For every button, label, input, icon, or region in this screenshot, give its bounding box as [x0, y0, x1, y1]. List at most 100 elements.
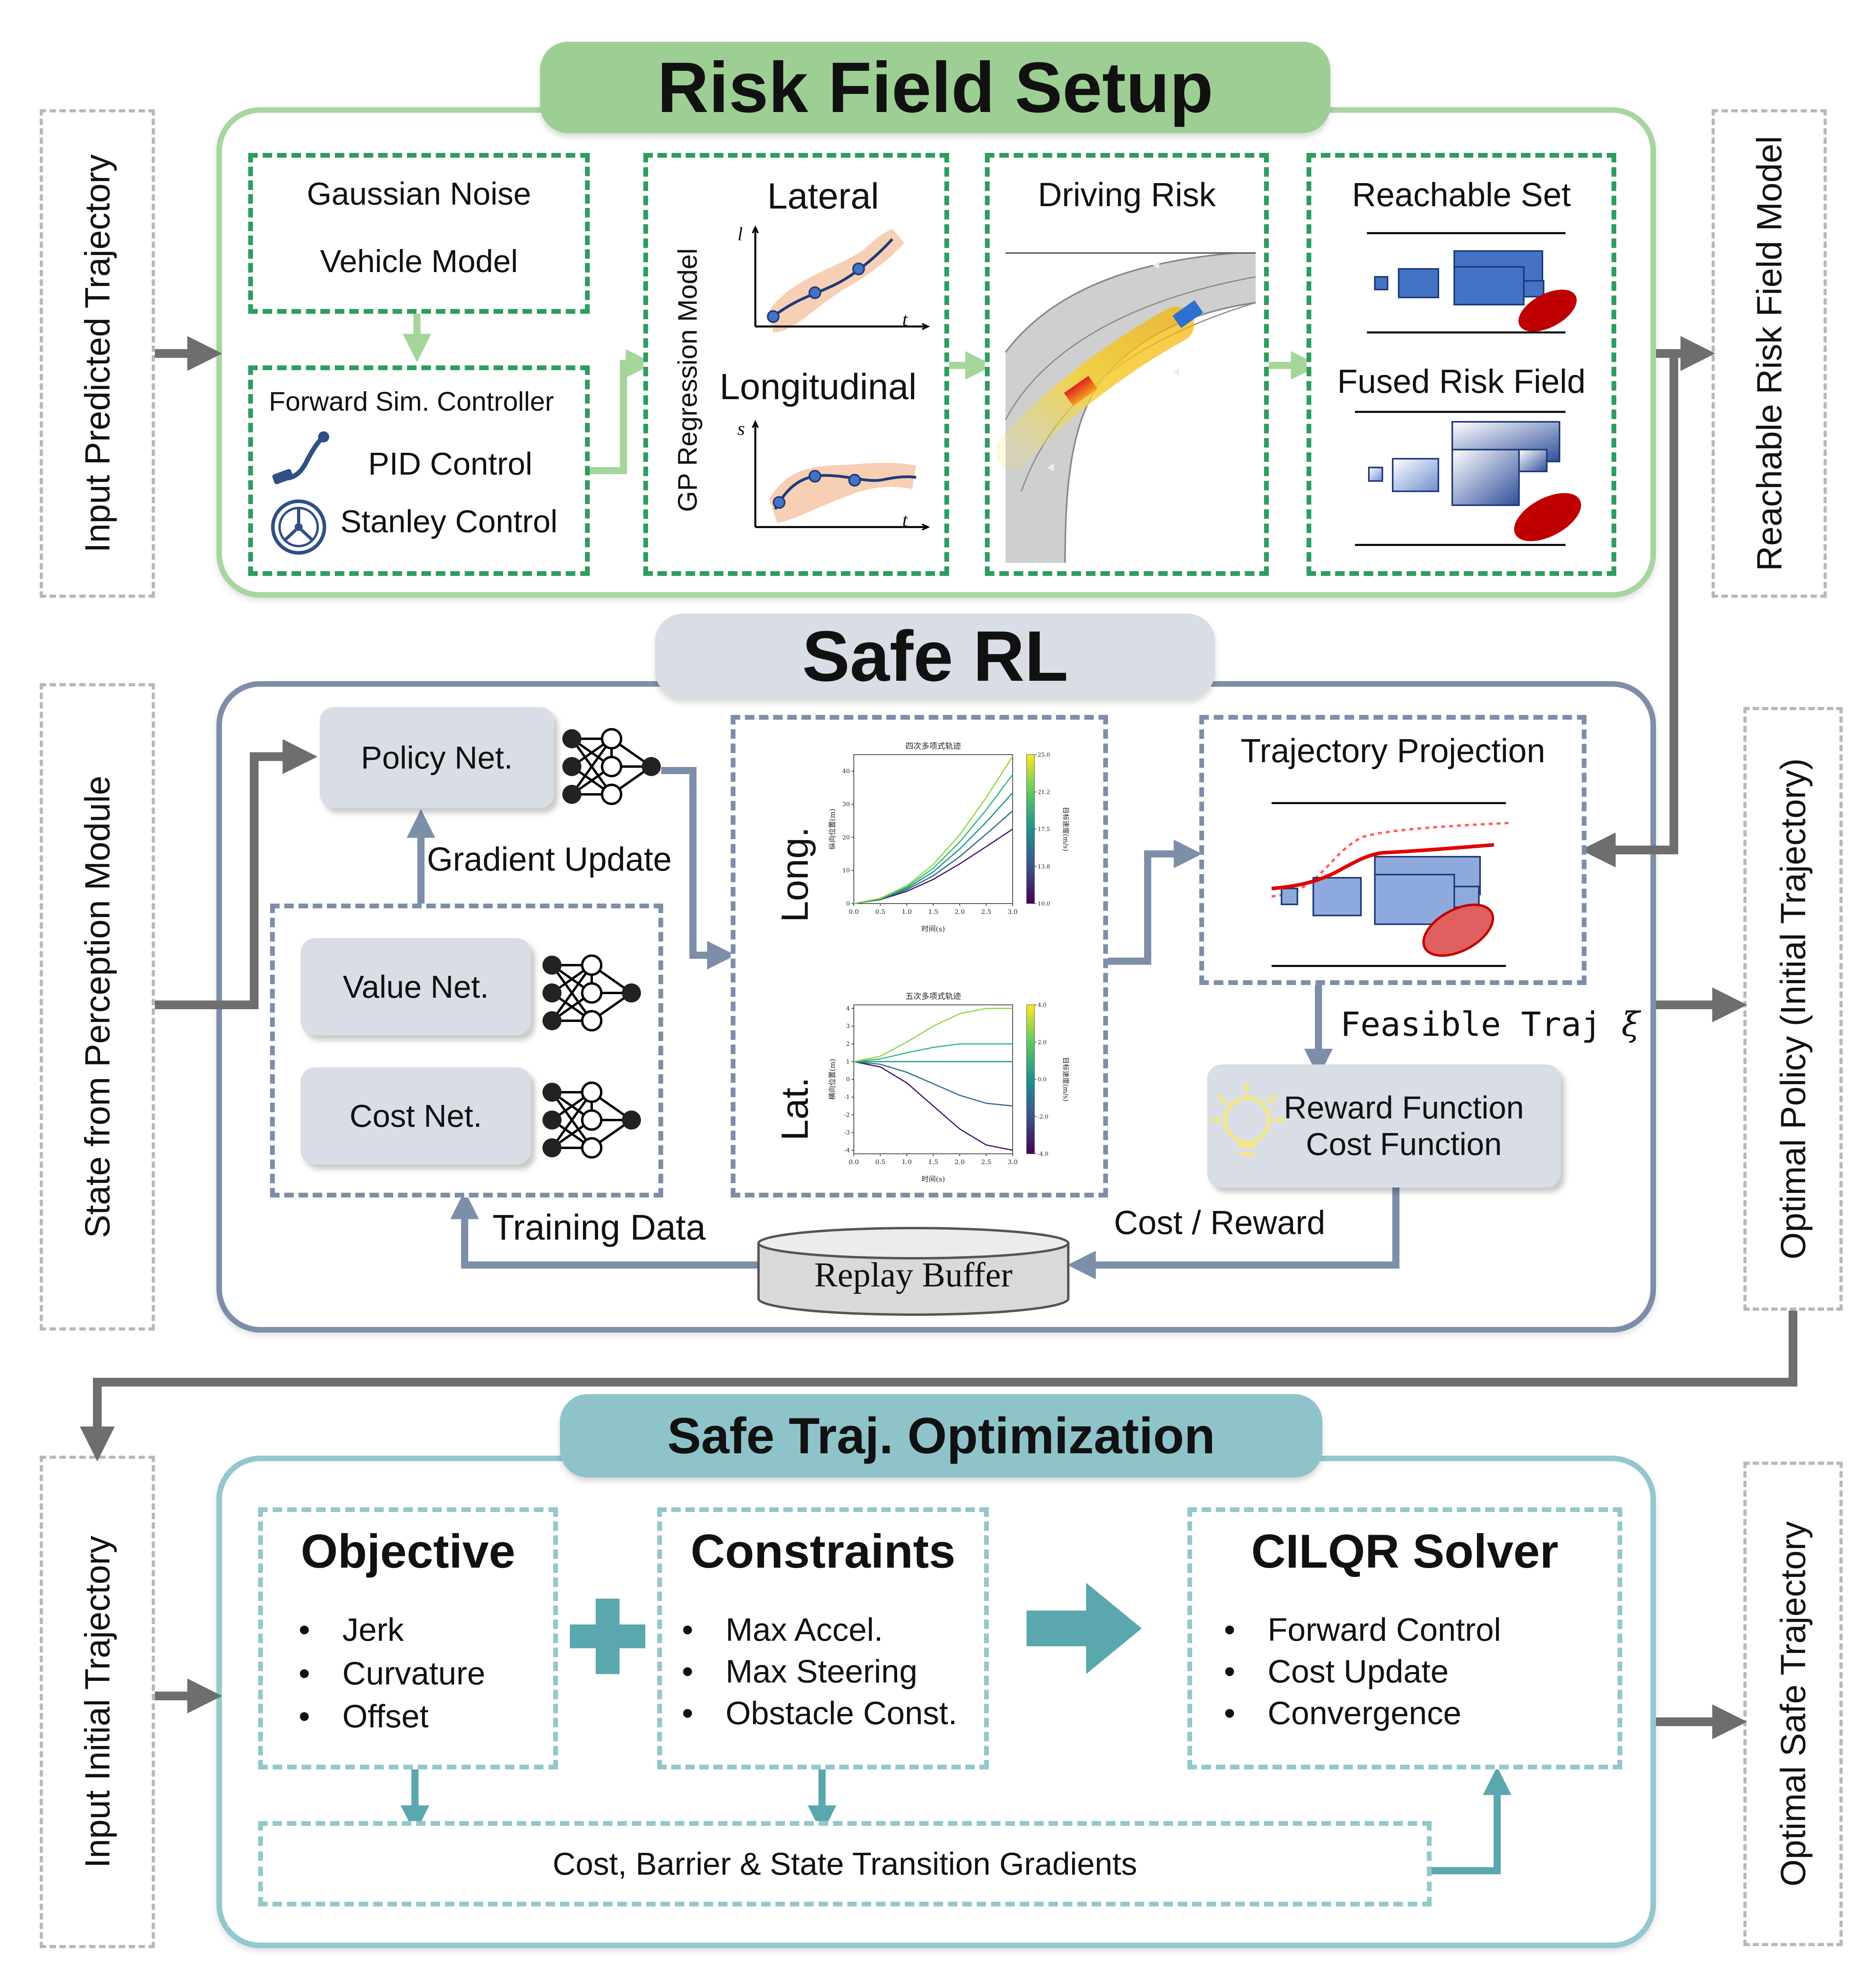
- trajectory-projection-diagram: [1271, 802, 1510, 967]
- longitudinal-y-axis-label: s: [737, 418, 745, 439]
- solver-item-text: Forward Control: [1268, 1612, 1501, 1648]
- cost-function-label: Cost Function: [1306, 1126, 1502, 1162]
- controller-title: Forward Sim. Controller: [269, 386, 554, 417]
- right-arrow-icon: [1027, 1583, 1142, 1674]
- objective-item-text: Curvature: [342, 1655, 486, 1692]
- reachable-set-label: Reachable Set: [1352, 176, 1571, 213]
- y-tick-label: 3: [846, 1023, 850, 1030]
- driving-risk-label: Driving Risk: [1038, 176, 1216, 213]
- colorbar-tick-label: 17.5: [1038, 827, 1050, 833]
- cost-net-box: Cost Net.: [301, 1067, 531, 1165]
- pid-control-label: PID Control: [368, 446, 533, 481]
- replay-buffer-cylinder: [757, 1227, 1069, 1316]
- arrow-policy-to-charts: [661, 767, 736, 970]
- x-tick-label: 0.5: [875, 908, 885, 915]
- lateral-gp-plot: [752, 225, 930, 332]
- x-tick-label: 0.0: [849, 1158, 859, 1166]
- colorbar-label: 目标速度(m/s): [1062, 1057, 1069, 1102]
- reachable-set-box: Reachable Set Fused Risk Field: [1307, 153, 1616, 576]
- objective-item-text: Offset: [342, 1698, 429, 1734]
- bullet-dot: •: [682, 1653, 693, 1690]
- value-net-label: Value Net.: [343, 969, 489, 1004]
- x-tick-label: 1.5: [928, 1158, 938, 1166]
- cilqr-solver-title: CILQR Solver: [1251, 1525, 1559, 1578]
- y-tick-label: -2: [844, 1111, 850, 1118]
- constraints-box: Constraints • Max Accel. • Max Steering • O…: [657, 1507, 989, 1769]
- constraint-item-text: Max Steering: [726, 1653, 918, 1690]
- colorbar: [1026, 1004, 1035, 1154]
- state-perception-box: State from Perception Module: [40, 683, 155, 1331]
- trajectory-projection-label: Trajectory Projection: [1240, 732, 1546, 769]
- y-tick-label: 30: [842, 801, 850, 808]
- arrow-controller-to-gp: [586, 349, 654, 474]
- objective-box: Objective •Jerk • Curvature • Offset: [258, 1507, 558, 1769]
- colorbar-tick-label: -2.0: [1038, 1114, 1048, 1120]
- bullet-dot: •: [682, 1612, 693, 1648]
- x-tick-label: 1.0: [902, 1158, 912, 1166]
- safe-rl-title: Safe RL: [655, 614, 1215, 699]
- replay-buffer-label: Replay Buffer: [814, 1256, 1013, 1294]
- y-tick-label: -3: [844, 1129, 850, 1136]
- noise-model-box: Gaussian Noise Vehicle Model: [248, 153, 590, 314]
- x-tick-label: 3.0: [1007, 908, 1017, 915]
- feasible-traj-label: Feasible Traj ξ: [1340, 1005, 1640, 1044]
- training-data-label: Training Data: [492, 1208, 706, 1248]
- series-line-1: [853, 1061, 1013, 1107]
- driving-risk-box: Driving Risk: [985, 153, 1269, 576]
- x-tick-label: 0.0: [849, 908, 859, 915]
- chart-background: [826, 737, 1072, 939]
- series-line-0: [853, 1061, 1013, 1151]
- objective-item: • Curvature: [299, 1655, 485, 1692]
- fused-risk-field-label: Fused Risk Field: [1337, 363, 1586, 400]
- constraint-item: • Max Accel.: [682, 1611, 883, 1649]
- chart-title: 四次多项式轨迹: [905, 741, 961, 751]
- x-tick-label: 2.0: [955, 908, 965, 915]
- trajectory-projection-box: Trajectory Projection: [1199, 715, 1586, 985]
- arrow-gradients-to-solver: [1432, 1766, 1511, 1874]
- colorbar-label: 目标速度(m/s): [1062, 807, 1069, 852]
- lateral-y-axis-label: l: [737, 224, 743, 245]
- y-tick-label: 4: [846, 1005, 850, 1012]
- solver-item-text: Convergence: [1268, 1695, 1461, 1731]
- arrow-state-to-policy: [155, 739, 318, 1009]
- colorbar-tick-label: 0.0: [1038, 1077, 1046, 1083]
- constraints-title: Constraints: [691, 1525, 955, 1578]
- reachable-risk-model-box: Reachable Risk Field Model: [1712, 109, 1827, 598]
- bullet-dot: •: [1224, 1695, 1235, 1731]
- cost-reward-label: Cost / Reward: [1114, 1204, 1326, 1241]
- arrow-reward-to-buffer: [1067, 1188, 1399, 1279]
- controller-box: Forward Sim. Controller PID Control Stan…: [248, 365, 590, 576]
- lateral-x-axis-label: t: [902, 309, 908, 330]
- y-axis-label: 横向位置(m): [828, 1059, 837, 1100]
- y-tick-label: -1: [844, 1093, 850, 1101]
- reachable-set-diagram: [1367, 232, 1577, 334]
- bullet-dot: •: [299, 1655, 310, 1692]
- objective-item: •Jerk: [299, 1611, 404, 1649]
- risk-field-title: Risk Field Setup: [540, 42, 1330, 133]
- series-line-4: [853, 756, 1013, 904]
- safe-traj-opt-title: Safe Traj. Optimization: [560, 1394, 1322, 1478]
- cilqr-solver-box: CILQR Solver •Forward Control •Cost Upda…: [1187, 1507, 1622, 1769]
- input-initial-trajectory-box: Input Initial Trajectory: [40, 1456, 155, 1948]
- bullet-dot: •: [299, 1698, 310, 1734]
- fused-risk-field-diagram: [1355, 411, 1581, 546]
- gp-regression-label: GP Regression Model: [672, 248, 703, 512]
- bullet-dot: •: [1224, 1612, 1235, 1648]
- x-tick-label: 2.5: [981, 908, 991, 915]
- bullet-dot: •: [1224, 1653, 1235, 1690]
- constraint-item-text: Max Accel.: [726, 1612, 883, 1648]
- chart-title: 五次多项式轨迹: [905, 991, 961, 1001]
- plus-icon: [570, 1599, 645, 1674]
- solver-item: • Forward Control: [1224, 1611, 1501, 1649]
- y-tick-label: 20: [842, 834, 850, 841]
- objective-title: Objective: [301, 1525, 515, 1578]
- chart-background: [826, 987, 1072, 1190]
- colorbar-tick-label: -4.0: [1038, 1151, 1048, 1157]
- series-line-3: [853, 1043, 1013, 1062]
- long-label: Long.: [774, 827, 816, 923]
- feasible-traj-text: Feasible Traj: [1340, 1005, 1602, 1044]
- input-predicted-trajectory-box: Input Predicted Trajectory: [40, 109, 155, 598]
- constraint-item-text: Obstacle Const.: [726, 1695, 957, 1731]
